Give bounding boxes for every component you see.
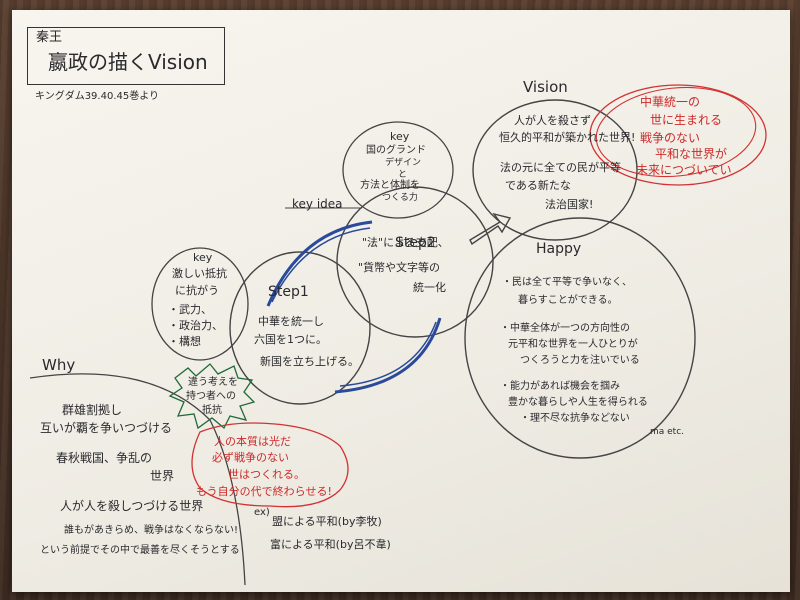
key-left-label: key	[193, 251, 213, 264]
happy-line: ・中華全体が一つの方向性の	[500, 323, 630, 334]
step1-circle	[229, 251, 371, 405]
why-line: 群雄割拠し	[62, 403, 123, 417]
vision-note-red-outline	[589, 84, 767, 186]
title-box	[27, 27, 225, 85]
key-left-circle	[151, 247, 249, 361]
burst-line: 持つ者への	[186, 391, 236, 402]
vision-note-line: 戦争のない	[640, 131, 701, 145]
happy-line: ・理不尽な抗争などない	[520, 413, 630, 424]
key-idea-label: key idea	[292, 197, 343, 211]
vision-line: 法の元に全ての民が平等	[500, 161, 621, 174]
vision-note-red-outline-2	[595, 86, 757, 178]
happy-line: ・民は全て平等で争いなく、	[502, 277, 632, 288]
key-top-line: 方法と体制を	[360, 180, 420, 191]
happy-circle	[464, 217, 696, 459]
vision-line: 人が人を殺さず	[514, 114, 591, 127]
cycle-arc-top	[266, 220, 373, 307]
happy-line: 豊かな暮らしや人生を得られる	[508, 397, 648, 408]
step2-line: 統一化	[413, 281, 446, 294]
happy-line: つくろうと力を注いでいる	[520, 355, 640, 366]
step2-line: "法"による支配、	[362, 236, 449, 249]
step1-line: 新国を立ち上げる。	[260, 355, 359, 368]
step2-line: "貨幣や文字等の	[358, 261, 441, 274]
happy-line: 暮らすことができる。	[518, 295, 618, 306]
burst-shape	[168, 363, 256, 430]
vision-line: である新たな	[505, 179, 571, 192]
key-left-line: ・政治力、	[168, 319, 223, 332]
vision-line: 恒久的平和が築かれた世界!	[499, 131, 636, 144]
step1-label: Step1	[268, 284, 309, 300]
title-line2: 嬴政の描くVision	[48, 50, 208, 74]
title-line1: 秦王	[36, 30, 63, 45]
key-top-circle	[342, 121, 454, 219]
cycle-arc-bottom	[334, 317, 442, 394]
why-line: という前提でその中で最善を尽くそうとする	[40, 545, 240, 556]
why-line: 春秋戦国、争乱の	[56, 451, 153, 465]
vision-line: 法治国家!	[545, 198, 594, 211]
step2-circle	[336, 186, 494, 338]
nature-red-outline	[191, 422, 349, 508]
happy-line: ・能力があれば機会を掴み	[500, 381, 620, 392]
happy-label: Happy	[536, 241, 582, 257]
why-line: 互いが覇を争いつづける	[40, 421, 173, 435]
step2-label: Step2	[395, 235, 436, 251]
burst-line: 抵抗	[202, 405, 222, 416]
vision-note-line: 世に生まれる	[650, 113, 723, 127]
vision-label: Vision	[523, 78, 568, 96]
paper-sheet	[12, 10, 790, 592]
examples-line: 富による平和(by呂不韋)	[270, 538, 391, 551]
examples-prefix: ex)	[254, 507, 270, 518]
why-label: Why	[42, 356, 76, 374]
vision-note-line: 中華統一の	[640, 95, 701, 109]
happy-line: ma etc.	[650, 427, 685, 437]
vision-circle	[472, 99, 638, 241]
why-line: 人が人を殺しつづける世界	[60, 499, 204, 513]
key-top-line: 国のグランド	[366, 145, 426, 156]
happy-line: 元平和な世界を一人ひとりが	[508, 339, 638, 350]
step1-line: 六国を1つに。	[254, 333, 327, 346]
key-left-line: ・武力、	[168, 303, 212, 316]
key-top-line: と	[398, 170, 408, 180]
title-source: キングダム39.40.45巻より	[35, 91, 160, 102]
vision-note-line: 平和な世界が	[655, 147, 728, 161]
arrow-to-vision	[469, 212, 512, 246]
cycle-arc-top-2	[271, 227, 371, 303]
nature-line: 人の本質は光だ	[214, 435, 291, 448]
why-line: 誰もがあきらめ、戦争はなくならない!	[64, 525, 239, 536]
cycle-arc-bottom-2	[339, 321, 437, 387]
nature-line: 必ず戦争のない	[212, 451, 289, 464]
key-left-line: 激しい抵抗	[172, 267, 227, 280]
key-left-line: に抗がう	[175, 284, 219, 297]
key-top-label: key	[390, 130, 410, 143]
nature-line: 世はつくれる。	[228, 468, 305, 481]
vision-note-line: 未来につづいてい	[636, 163, 732, 177]
key-top-line: つくる力	[382, 193, 418, 203]
nature-line: もう自分の代で終わらせる!	[196, 485, 332, 498]
burst-line: 違う考えを	[188, 377, 238, 388]
why-line: 世界	[150, 469, 175, 483]
key-left-line: ・構想	[168, 335, 201, 348]
step1-line: 中華を統一し	[258, 315, 324, 328]
key-top-line: デザイン	[385, 158, 422, 168]
examples-line: 盟による平和(by李牧)	[272, 515, 382, 528]
